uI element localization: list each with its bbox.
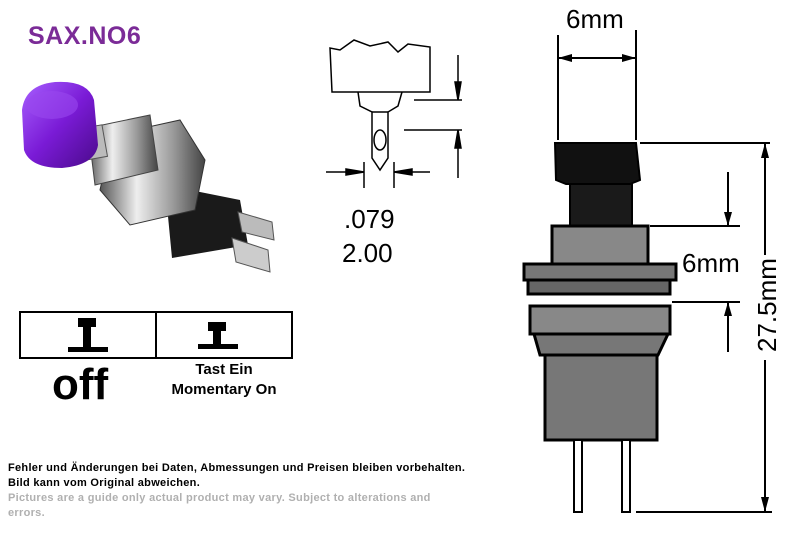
pin-dim-inch: .079 [344, 204, 395, 234]
state-on-label: Tast Ein Momentary On [156, 360, 292, 400]
disclaimer-de-line1: Fehler und Änderungen bei Daten, Abmessu… [8, 462, 466, 474]
state-on-label-en: Momentary On [171, 381, 277, 398]
disclaimer-en-line2: errors. [8, 507, 45, 519]
state-on-label-de: Tast Ein [195, 361, 253, 378]
off-symbol-icon [68, 318, 108, 352]
dim-total-height: 27.5mm [752, 258, 782, 352]
disclaimer: Fehler und Änderungen bei Daten, Abmessu… [8, 461, 568, 521]
pin-detail-drawing [326, 39, 462, 188]
product-photo [22, 81, 275, 273]
pin-dim-mm: 2.00 [342, 238, 393, 268]
dim-thread-length: 6mm [682, 248, 740, 278]
disclaimer-de-line2: Bild kann vom Original abweichen. [8, 477, 201, 489]
dim-cap-width: 6mm [566, 4, 624, 34]
disclaimer-en-line1: Pictures are a guide only actual product… [8, 492, 431, 504]
momentary-on-symbol-icon [198, 322, 238, 349]
function-table [19, 311, 293, 359]
state-off-label: off [52, 360, 109, 409]
product-title: SAX.NO6 [28, 22, 142, 50]
side-dimension-drawing [522, 30, 772, 513]
